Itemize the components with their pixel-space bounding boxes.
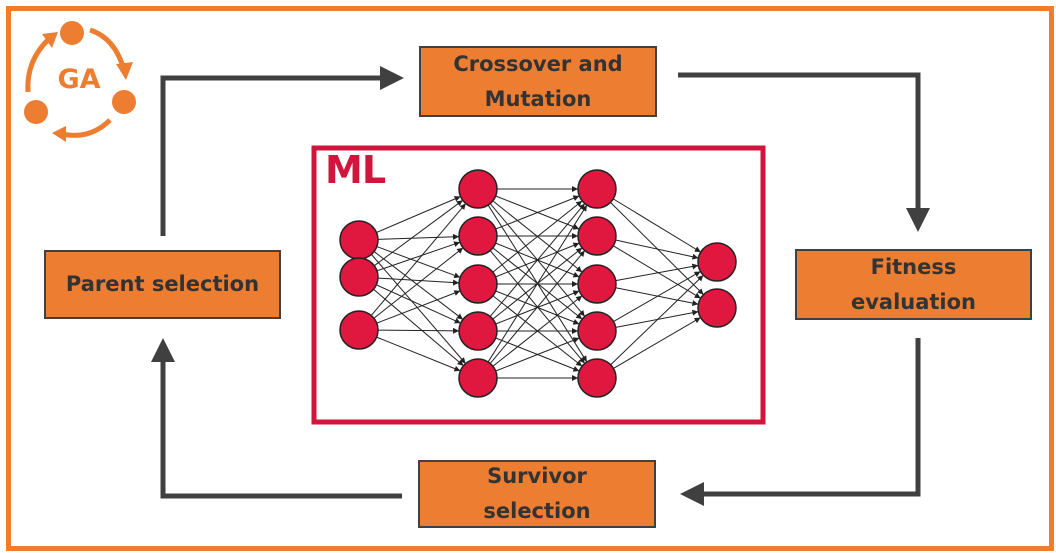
network-edge [373,288,464,367]
neuron-node [577,264,617,304]
ga-logo-text: GA [57,64,101,95]
neuron-node [577,311,617,351]
crossover-mutation-box: Crossover and Mutation [419,46,657,117]
network-edge [376,336,461,372]
neuron-node [697,288,737,328]
network-edge [495,337,580,372]
neural-network [339,169,737,398]
network-edge [376,196,461,233]
network-edge [492,295,583,367]
network-edge [377,233,460,240]
ga-cycle-icon [24,21,136,142]
network-edge [376,241,461,272]
network-edge [489,203,586,317]
neuron-node [697,242,737,282]
crossover-mutation-label: Crossover and Mutation [453,51,623,111]
neuron-node [339,257,379,297]
network-edge [373,251,464,320]
outer-frame [6,6,1054,551]
network-edge [371,254,466,364]
neuron-node [458,311,498,351]
arrowhead [151,338,175,362]
arrow-crossover-to-fitness [678,72,921,210]
network-edge [610,274,704,366]
neuron-node [339,220,379,260]
ml-label: ML [325,148,386,192]
network-edge [377,277,460,286]
arrowhead [906,208,930,232]
arrowhead [380,66,404,90]
network-edge [613,317,701,369]
network-edge [615,239,699,260]
network-edge [370,203,467,316]
network-edge [376,246,461,279]
neuron-node [577,358,617,398]
arrow-fitness-to-survivor [702,338,921,497]
neuron-node [458,264,498,304]
network-edge [373,247,464,319]
network-edge [377,327,460,334]
network-edge [489,250,586,364]
network-edge [376,284,461,324]
survivor-selection-box: Survivor selection [418,460,656,528]
neuron-node [339,310,379,350]
arrow-parent-to-crossover [160,75,382,236]
network-edge [613,271,701,322]
arrow-survivor-to-parent [160,360,402,499]
parent-selection-label: Parent selection [65,272,260,296]
network-edge [613,245,701,299]
fitness-evaluation-label: Fitness evaluation [850,254,977,314]
neuron-node [458,216,498,256]
network-edge [376,290,461,324]
neuron-node [458,358,498,398]
network-edge [615,263,699,282]
neuron-node [458,169,498,209]
neuron-node [577,216,617,256]
network-edge [373,199,464,267]
network-edge [612,198,702,253]
network-edge [492,200,583,273]
network-edge [487,204,588,363]
fitness-evaluation-box: Fitness evaluation [795,249,1032,320]
parent-selection-box: Parent selection [44,250,281,319]
survivor-selection-label: Survivor selection [483,464,591,523]
network-edge [495,195,580,230]
arrowhead [680,482,704,506]
neuron-node [577,169,617,209]
